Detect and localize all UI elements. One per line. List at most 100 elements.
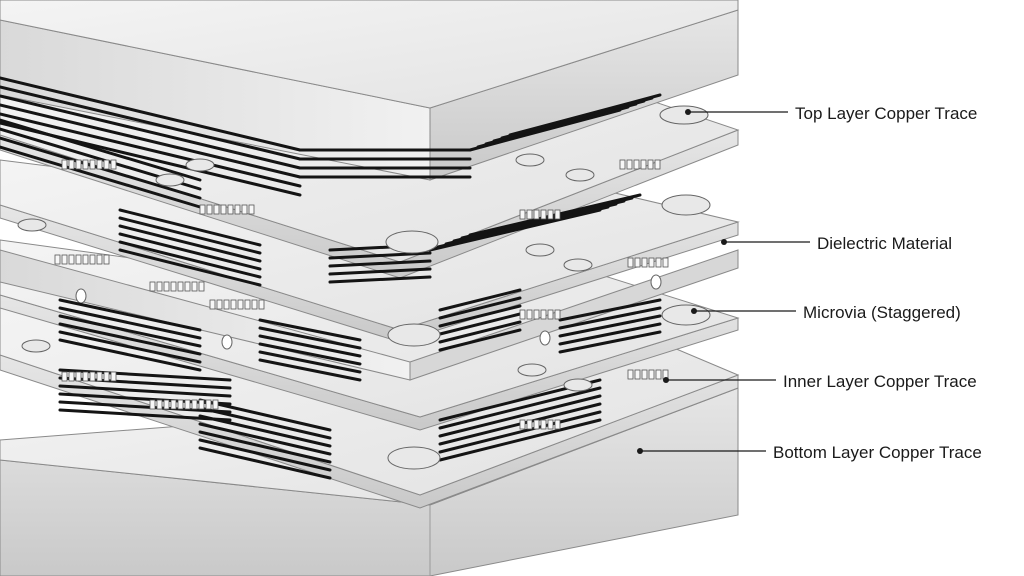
contact-pad: [110, 371, 117, 382]
contact-pad: [258, 299, 265, 310]
callout-label: Dielectric Material: [817, 234, 952, 253]
copper-trace: [258, 358, 362, 382]
contact-pad: [198, 399, 205, 410]
leader-dot: [721, 239, 727, 245]
copper-trace: [0, 103, 302, 179]
contact-pad: [554, 309, 561, 320]
contact-pad: [198, 281, 205, 292]
contact-pad: [648, 257, 655, 268]
contact-pad: [163, 399, 170, 410]
contact-pad: [213, 204, 220, 215]
mounting-hole: [155, 173, 185, 187]
contact-pad: [540, 419, 547, 430]
contact-pad: [75, 254, 82, 265]
contact-pad: [223, 299, 230, 310]
copper-trace: [58, 298, 202, 332]
copper-traces: [0, 76, 662, 480]
copper-trace: [118, 224, 262, 263]
contact-pad: [540, 309, 547, 320]
contact-pad: [533, 419, 540, 430]
contact-pad: [110, 159, 117, 170]
copper-trace: [0, 145, 202, 209]
contact-pad: [648, 369, 655, 380]
copper-trace: [258, 334, 362, 358]
contact-pad: [177, 281, 184, 292]
contact-pad: [75, 159, 82, 170]
contact-pad: [61, 159, 68, 170]
copper-trace: [58, 314, 202, 348]
mounting-hole: [515, 153, 545, 167]
contact-pad: [237, 299, 244, 310]
contact-pad: [96, 371, 103, 382]
copper-trace: [0, 112, 302, 188]
contact-pad: [82, 254, 89, 265]
contact-pad: [519, 209, 526, 220]
contact-pad: [251, 299, 258, 310]
copper-trace: [258, 326, 362, 350]
contact-pad: [547, 419, 554, 430]
leader-dot: [663, 377, 669, 383]
copper-trace: [198, 406, 332, 440]
contact-pad: [526, 419, 533, 430]
copper-trace: [328, 275, 432, 284]
mounting-hole: [185, 158, 215, 172]
leader-dot: [691, 308, 697, 314]
contact-pad: [103, 371, 110, 382]
contact-pad: [75, 371, 82, 382]
copper-trace: [58, 400, 232, 414]
copper-trace: [508, 93, 662, 137]
copper-trace: [58, 338, 202, 372]
contact-pad: [540, 209, 547, 220]
contact-pad: [655, 257, 662, 268]
contact-pad: [526, 209, 533, 220]
contact-pad: [205, 399, 212, 410]
callout-label: Inner Layer Copper Trace: [783, 372, 977, 391]
copper-trace: [328, 267, 432, 276]
mounting-hole: [661, 194, 711, 216]
contact-pad: [547, 209, 554, 220]
copper-trace: [328, 251, 432, 260]
contact-pad: [655, 369, 662, 380]
callout-label: Bottom Layer Copper Trace: [773, 443, 982, 462]
copper-trace: [198, 422, 332, 456]
mounting-hole: [565, 168, 595, 182]
contact-pad: [177, 399, 184, 410]
microvia-hole: [75, 288, 87, 304]
contact-pad: [641, 257, 648, 268]
contact-pad: [68, 371, 75, 382]
callout-label: Microvia (Staggered): [803, 303, 961, 322]
copper-trace: [258, 342, 362, 366]
contact-pad: [519, 419, 526, 430]
copper-trace: [0, 94, 302, 170]
contact-pad: [554, 419, 561, 430]
microvia-hole: [650, 274, 662, 290]
mounting-hole: [387, 323, 441, 347]
contact-pad: [248, 204, 255, 215]
microvia-hole: [539, 330, 551, 346]
mounting-hole: [517, 363, 547, 377]
copper-trace: [198, 438, 332, 472]
contact-pad: [191, 281, 198, 292]
copper-trace: [258, 318, 362, 342]
contact-pad: [547, 309, 554, 320]
microvia-hole: [221, 334, 233, 350]
contact-pad: [61, 371, 68, 382]
contact-pad: [220, 204, 227, 215]
contact-pad: [641, 369, 648, 380]
copper-trace: [198, 430, 332, 464]
contact-pad: [533, 209, 540, 220]
contact-pad: [68, 254, 75, 265]
copper-trace: [438, 320, 522, 344]
dielectric-via-block: [0, 249, 739, 381]
copper-trace: [58, 408, 232, 422]
callout-microvia-staggered: Microvia (Staggered): [691, 303, 961, 322]
contact-pad: [633, 159, 640, 170]
contact-pad: [54, 254, 61, 265]
copper-trace: [558, 330, 662, 354]
contact-pad: [82, 371, 89, 382]
contact-pad: [654, 159, 661, 170]
contact-pad: [206, 204, 213, 215]
contact-pad: [68, 159, 75, 170]
contact-pad: [96, 254, 103, 265]
contact-pad: [230, 299, 237, 310]
